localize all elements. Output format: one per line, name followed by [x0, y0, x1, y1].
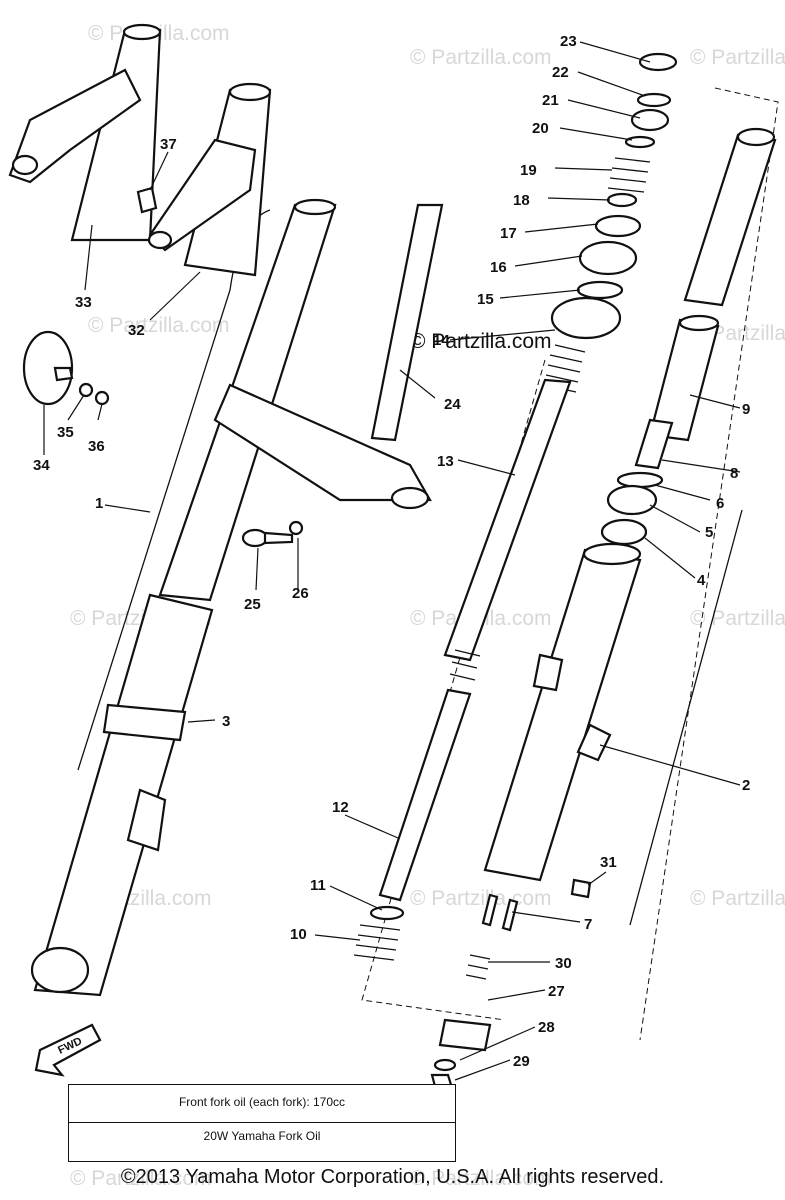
fork-oil-amount: Front fork oil (each fork): 170cc: [178, 1095, 346, 1109]
callout-12: 12: [332, 799, 349, 816]
fork-oil-note: Front fork oil (each fork): 170cc 20W Ya…: [68, 1084, 456, 1162]
part-cap-34: [22, 330, 110, 406]
callout-24: 24: [444, 396, 461, 413]
part-lower-seals: [600, 418, 674, 546]
callout-32: 32: [128, 322, 145, 339]
watermark: © Partzilla.com: [70, 1167, 212, 1190]
part-screw-37: [136, 186, 158, 214]
callout-1: 1: [95, 495, 103, 512]
callout-6: 6: [716, 495, 724, 512]
callout-14: 14: [433, 332, 450, 349]
callout-19: 19: [520, 162, 537, 179]
callout-29: 29: [513, 1053, 530, 1070]
callout-34: 34: [33, 457, 50, 474]
callout-7: 7: [584, 916, 592, 933]
callout-35: 35: [57, 424, 74, 441]
callout-10: 10: [290, 926, 307, 943]
callout-37: 37: [160, 136, 177, 153]
callout-9: 9: [742, 401, 750, 418]
callout-27: 27: [548, 983, 565, 1000]
part-steering-stem-24: [213, 203, 444, 510]
watermark: © Partzilla.com: [410, 46, 552, 69]
callout-26: 26: [292, 585, 309, 602]
watermark: © Partzilla.com: [690, 887, 785, 910]
callout-18: 18: [513, 192, 530, 209]
watermark: © Partzilla.com: [690, 607, 785, 630]
part-fork-slider-2: [483, 542, 642, 882]
callout-15: 15: [477, 291, 494, 308]
watermark: © Partzilla.com: [410, 1167, 552, 1190]
leader-lines: [43, 41, 741, 1081]
callout-20: 20: [532, 120, 549, 137]
callout-13: 13: [437, 453, 454, 470]
callout-labels: 1 2 3 4 5 6 7 8 9 10 11 12 13 14 15 16 1…: [33, 33, 750, 1070]
callout-16: 16: [490, 259, 507, 276]
callout-3: 3: [222, 713, 230, 730]
callout-36: 36: [88, 438, 105, 455]
part-bolt-25: [241, 520, 304, 548]
part-studs-7: [481, 878, 592, 932]
callout-2: 2: [742, 777, 750, 794]
callout-21: 21: [542, 92, 559, 109]
callout-22: 22: [552, 64, 569, 81]
callout-33: 33: [75, 294, 92, 311]
part-axle-holder: [430, 954, 492, 1092]
callout-30: 30: [555, 955, 572, 972]
callout-25: 25: [244, 596, 261, 613]
fwd-arrow: FWD: [34, 1023, 102, 1077]
copyright-notice: ©2013 Yamaha Motor Corporation, U.S.A. A…: [120, 1166, 665, 1188]
part-fork-tube-9: [648, 127, 777, 442]
part-damper-rod-12: [378, 649, 481, 902]
callout-23: 23: [560, 33, 577, 50]
part-top-stack: [550, 52, 678, 340]
note-divider: [69, 1122, 455, 1123]
callout-17: 17: [500, 225, 517, 242]
watermark: © Partzilla.com: [88, 314, 230, 337]
callout-28: 28: [538, 1019, 555, 1036]
fork-oil-type: 20W Yamaha Fork Oil: [203, 1129, 321, 1143]
callout-11: 11: [310, 877, 326, 894]
callout-4: 4: [697, 572, 706, 589]
callout-5: 5: [705, 524, 713, 541]
callout-8: 8: [730, 465, 738, 482]
watermark: © Partzilla.com: [690, 46, 785, 69]
callout-31: 31: [600, 854, 617, 871]
part-damper-rod-13: [443, 378, 572, 662]
watermark: © Partzilla.com: [410, 887, 552, 910]
part-spring-10: [353, 905, 405, 961]
part-headlight-bracket-left: [8, 23, 162, 242]
part-headlight-bracket-right: [147, 82, 272, 277]
part-spring-14: [543, 344, 586, 393]
watermark-main: © Partzilla.com: [410, 330, 552, 353]
